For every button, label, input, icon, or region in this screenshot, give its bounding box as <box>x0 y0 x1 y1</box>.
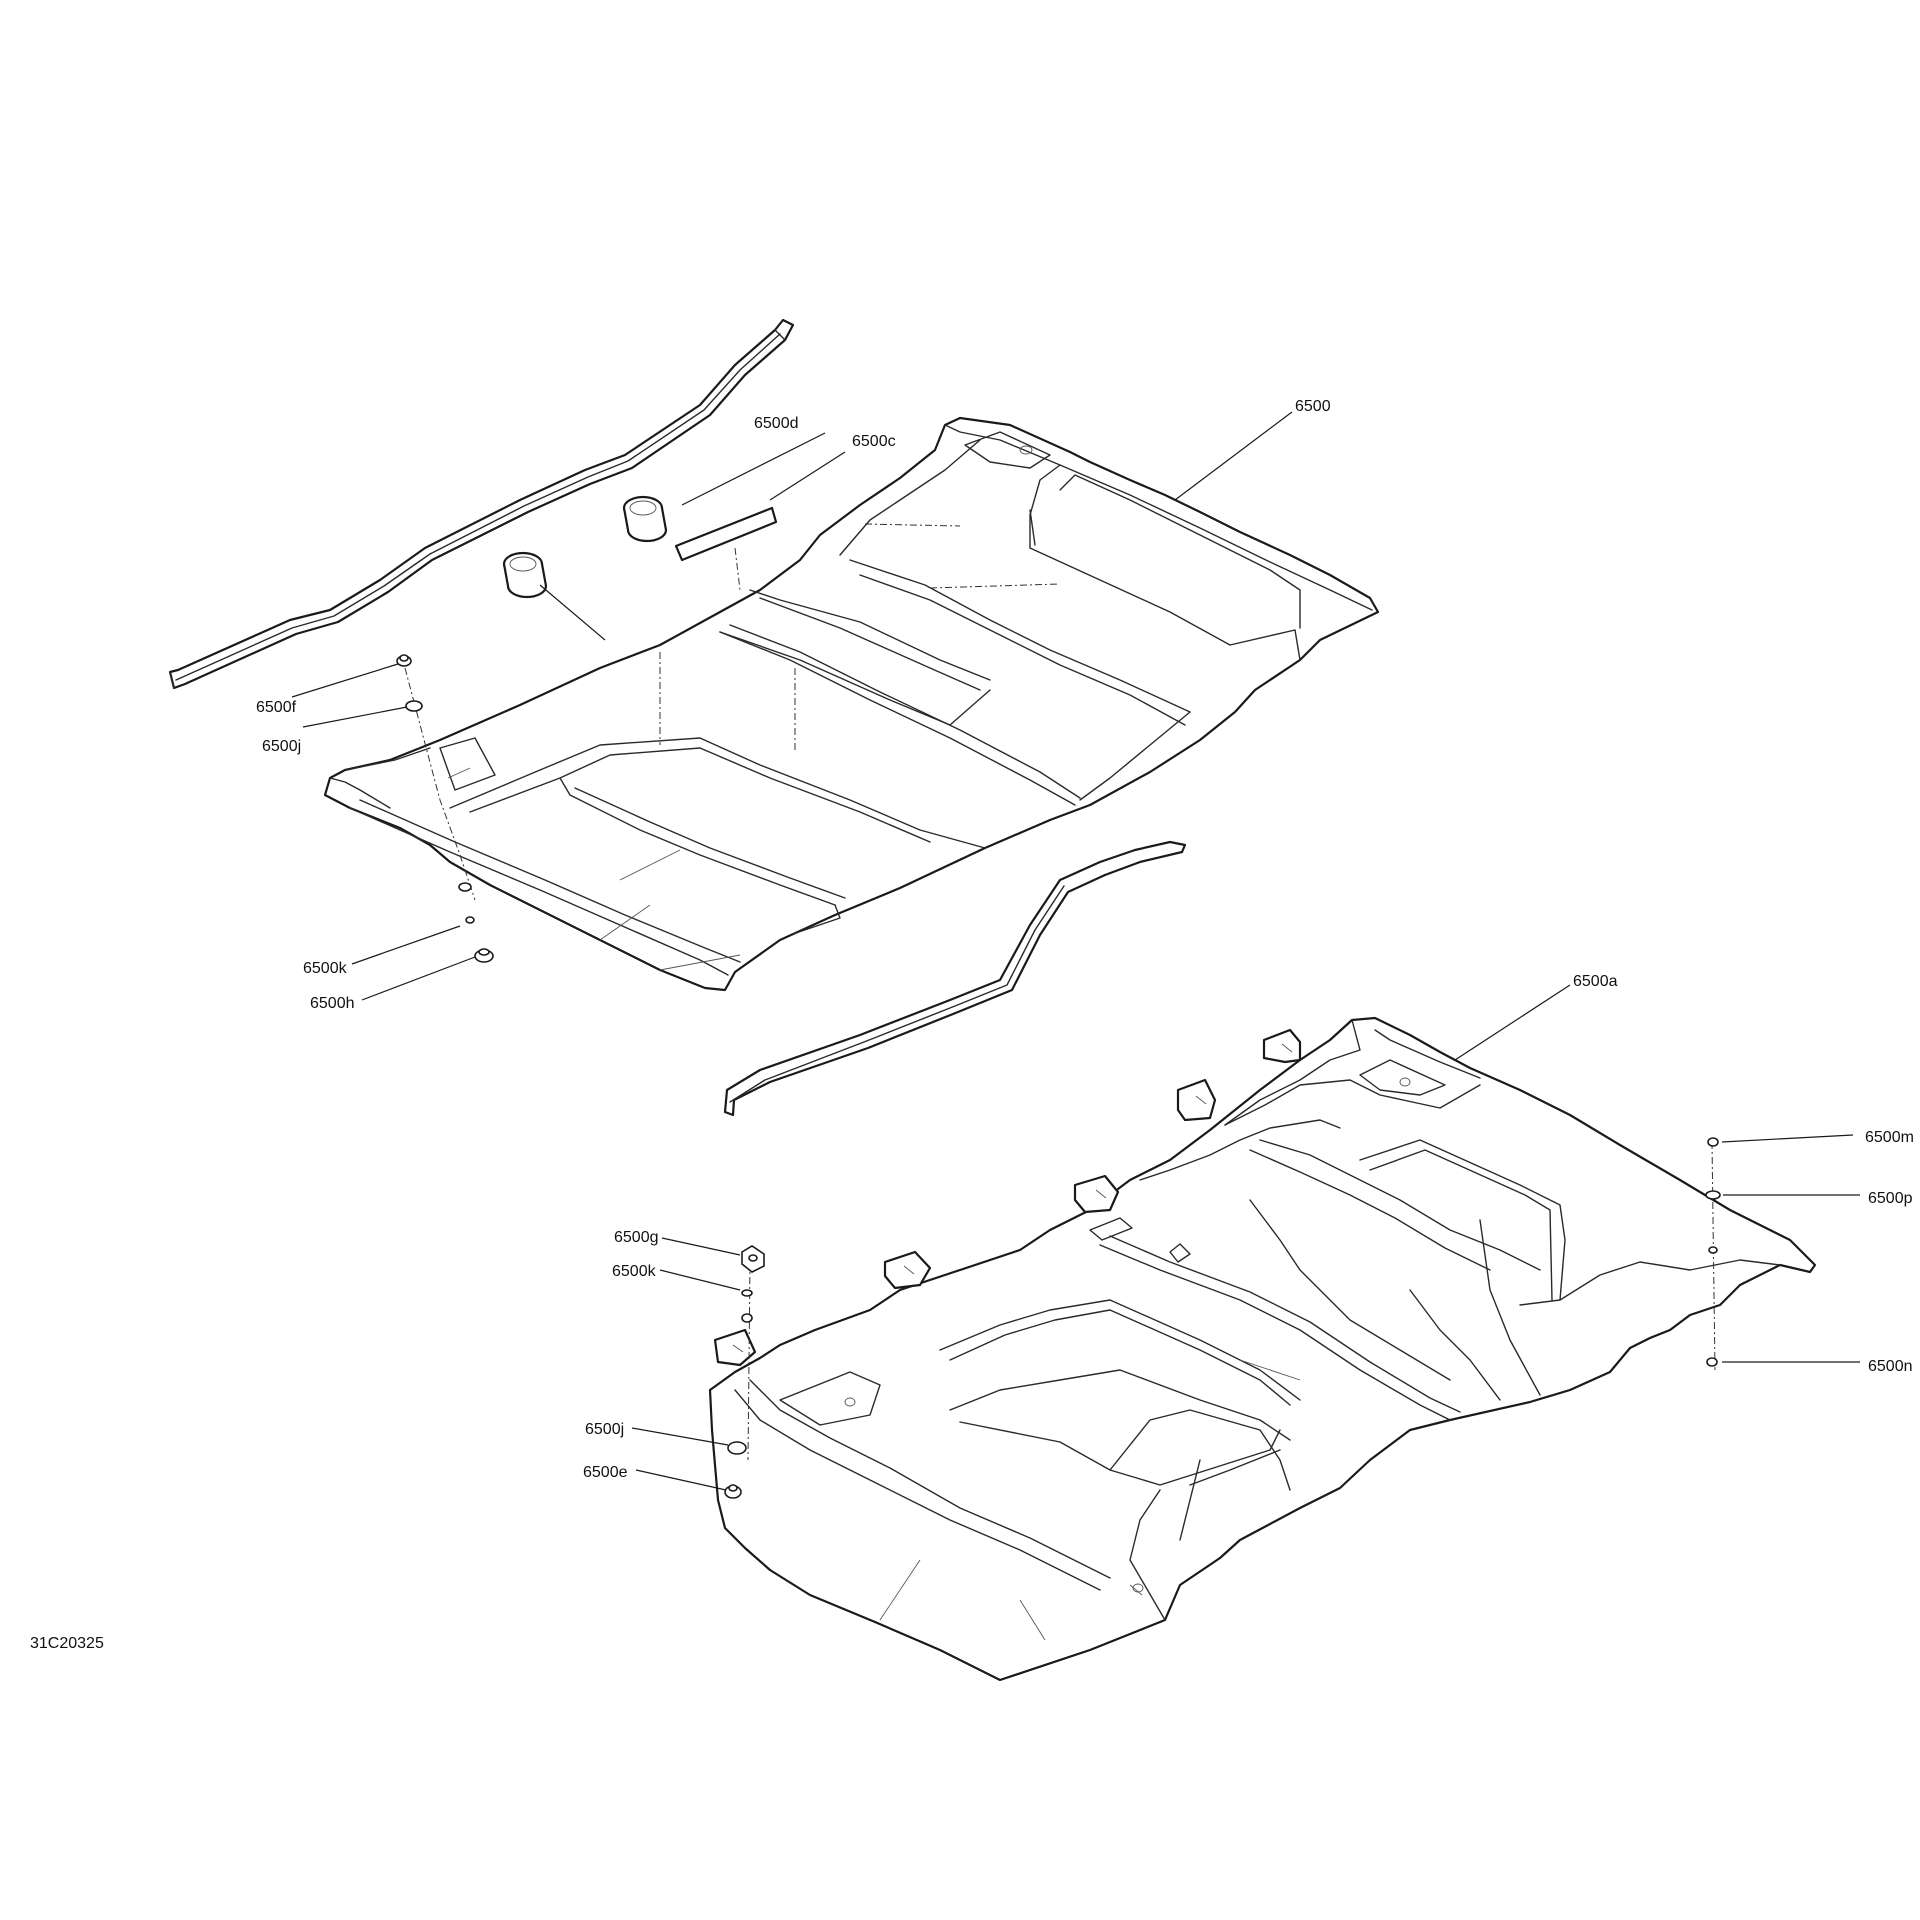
callout-6500a: 6500a <box>1573 973 1618 990</box>
callout-6500f: 6500f <box>256 699 297 716</box>
dashed-line-clamp-1 <box>734 547 741 591</box>
callout-6500p: 6500p <box>1868 1190 1913 1207</box>
callout-6500j-upper: 6500j <box>262 738 301 755</box>
callout-6500m: 6500m <box>1865 1129 1914 1146</box>
upper-hardware-stack <box>396 654 494 963</box>
callout-6500c: 6500c <box>852 433 896 450</box>
callout-6500j-lower: 6500j <box>585 1421 624 1438</box>
lower-roof-panel <box>708 1016 1817 1682</box>
callout-6500d: 6500d <box>754 415 799 432</box>
lower-seal-strip <box>723 840 1187 1117</box>
upper-seal-strip <box>168 318 795 690</box>
callout-6500k-lower: 6500k <box>612 1263 657 1280</box>
callout-6500h: 6500h <box>310 995 355 1012</box>
callout-6500k-upper: 6500k <box>303 960 348 977</box>
lower-right-hardware-stack <box>1705 1137 1721 1371</box>
dashed-line-clamp-2 <box>864 523 961 527</box>
callout-6500n: 6500n <box>1868 1358 1913 1375</box>
dashed-line-panel-3 <box>929 583 1061 589</box>
drawing-code: 31C20325 <box>30 1635 104 1652</box>
upper-roof-panel <box>323 416 1380 992</box>
leader-lines <box>291 411 1860 1491</box>
clamp-front <box>502 551 548 599</box>
callout-6500e: 6500e <box>583 1464 628 1481</box>
callout-6500: 6500 <box>1295 398 1331 415</box>
callout-6500g: 6500g <box>614 1229 659 1246</box>
lower-left-hardware-stack <box>724 1245 765 1499</box>
label-plate <box>674 506 778 562</box>
clamp-rear <box>622 495 668 543</box>
